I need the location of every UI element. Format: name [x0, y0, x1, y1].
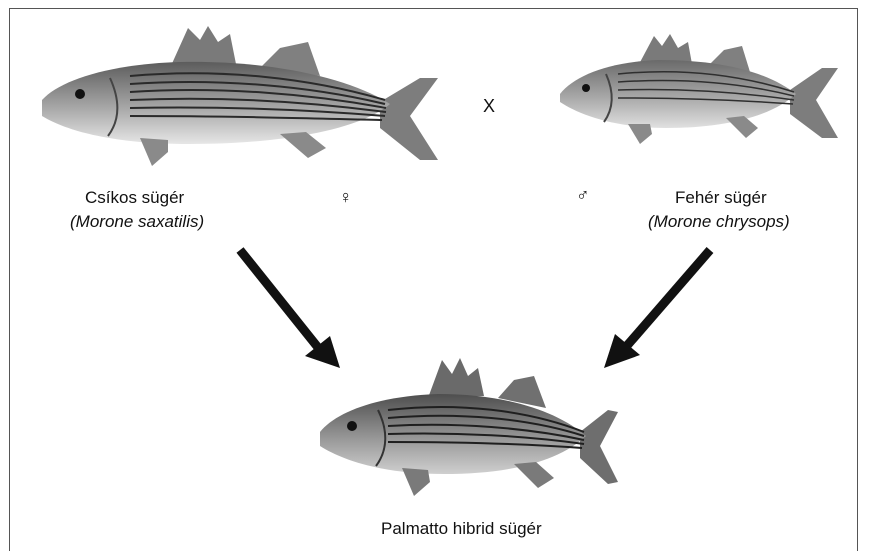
- arrow-left: [240, 250, 340, 368]
- hybrid-bass-image: [318, 356, 618, 506]
- offspring-name: Palmatto hibrid sügér: [381, 519, 542, 539]
- arrow-right: [604, 250, 710, 368]
